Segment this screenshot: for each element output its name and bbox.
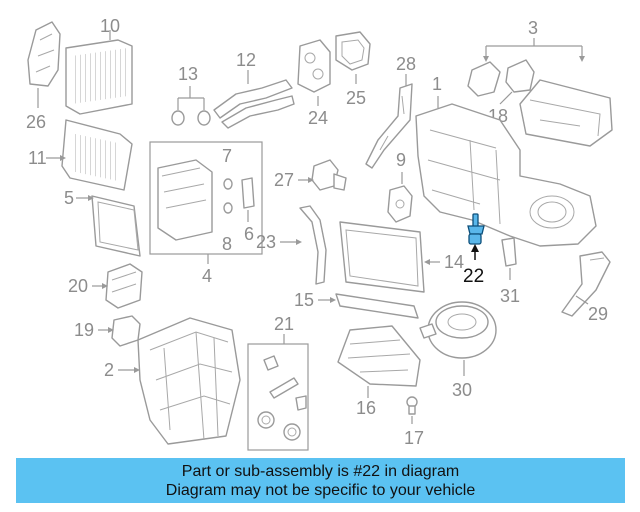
callout-23: 23 [256,232,276,252]
part-2-lower-housing: 2 [104,317,241,445]
part-29-duct: 29 [561,251,611,324]
callout-6: 6 [244,224,254,244]
callout-3: 3 [528,18,538,38]
part-25-seal: 25 [335,31,371,108]
callout-12: 12 [236,50,256,70]
callout-21: 21 [274,314,294,334]
callout-27: 27 [274,170,294,190]
callout-28: 28 [396,54,416,74]
callout-2: 2 [104,360,114,380]
caption-line-2: Diagram may not be specific to your vehi… [165,482,476,499]
part-16-tray: 16 [337,325,421,418]
part-23-hose: 23 [256,205,327,285]
part-31-bracket: 31 [500,237,520,306]
callout-11: 11 [28,148,47,168]
callout-31: 31 [500,286,520,306]
callout-4: 4 [202,266,212,286]
callout-17: 17 [404,428,424,448]
part-27-sensor: 27 [274,159,347,191]
callout-10: 10 [100,16,120,36]
part-22-screw-highlighted: 22 [463,213,485,287]
callout-13: 13 [178,64,198,84]
caption-line-1: Part or sub-assembly is #22 in diagram [181,463,460,480]
part-11-evaporator: 11 [28,119,133,191]
part-20-actuator: 20 [68,263,143,309]
part-15-seal-strip: 15 [294,290,419,319]
parts-diagram: 26 10 11 5 20 19 [26,16,613,451]
part-12-ac-lines: 12 [213,50,295,129]
callout-24: 24 [308,108,328,128]
callout-16: 16 [356,398,376,418]
part-22-screw-washer [467,225,485,235]
part-21-linkage-kit: 21 [247,314,309,451]
part-4-sub-assembly: 7 8 6 4 [149,141,263,286]
callout-20: 20 [68,276,88,296]
info-banner: Part or sub-assembly is #22 in diagram D… [16,458,625,503]
part-10-heater-core: 10 [65,16,133,115]
callout-9: 9 [396,150,406,170]
part-26-bracket: 26 [26,21,61,132]
callout-15: 15 [294,290,314,310]
part-9-sensor: 9 [387,150,413,223]
part-1-hvac-housing: 1 [415,74,613,247]
callout-8: 8 [222,234,232,254]
callout-1: 1 [432,74,442,94]
callout-19: 19 [74,320,94,340]
callout-25: 25 [346,88,366,108]
callout-26: 26 [26,112,46,132]
part-17-screw: 17 [404,396,424,448]
part-30-blower-motor: 30 [419,301,497,400]
callout-14: 14 [444,252,464,272]
callout-22: 22 [463,266,484,287]
callout-30: 30 [452,380,472,400]
part-19-actuator: 19 [74,315,141,347]
part-3-actuator-group: 3 18 [467,18,585,126]
callout-7: 7 [222,146,232,166]
part-14-filter: 14 [339,221,464,293]
part-24-gasket: 24 [297,39,331,128]
callout-29: 29 [588,304,608,324]
part-13-o-rings: 13 [171,64,211,126]
part-22-screw-head [468,233,482,245]
callout-5: 5 [64,188,74,208]
part-28-bracket: 28 [365,54,416,169]
part-5-filter: 5 [64,188,141,257]
